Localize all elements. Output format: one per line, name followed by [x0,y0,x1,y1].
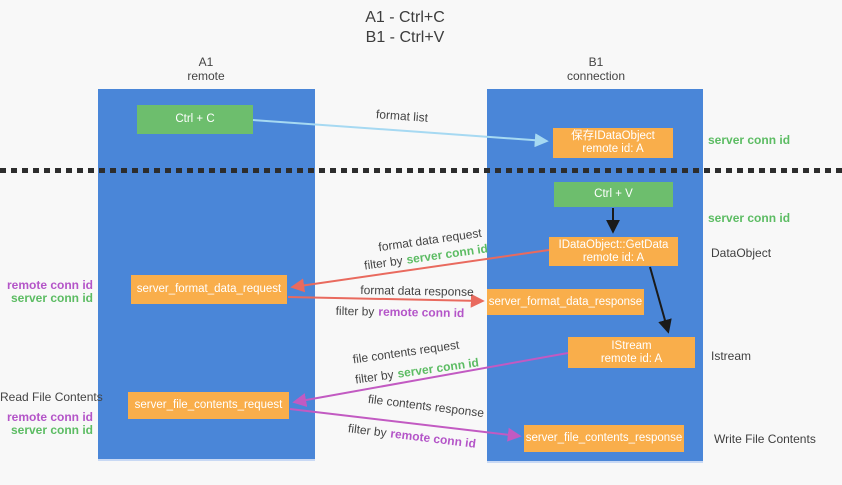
read-file-contents-label: Read File Contents [0,390,103,404]
format-list-label: format list [375,107,429,125]
dataobject-label: DataObject [711,246,772,260]
b1-name: B1 [588,55,604,69]
server-conn-id-left-label: server conn id [10,423,93,437]
server-conn-id-text: server conn id [396,355,480,381]
a1-subtitle: remote [187,69,225,83]
session-divider-dotted-line [0,168,842,173]
conn-id-left-stack-bottom: remote conn id server conn id [0,411,93,437]
b1-column-header: B1 connection [567,55,625,83]
save-idataobject-node: 保存IDataObject remote id: A [553,128,673,158]
istream-line1: IStream [611,339,652,352]
server-file-contents-response-node: server_file_contents_response [524,425,684,452]
filter-by-text: filter by [347,421,388,440]
server-file-contents-request-node: server_file_contents_request [128,392,289,419]
diagram-title: A1 - Ctrl+C B1 - Ctrl+V [365,8,445,48]
ctrl-c-node: Ctrl + C [137,105,253,134]
format-response-label: server_format_data_response [488,295,643,308]
file-response-label: server_file_contents_response [525,432,683,444]
server-conn-id-right-label-top: server conn id [708,133,791,147]
remote-conn-id-text: remote conn id [378,304,465,321]
filter-by-text: filter by [363,253,404,273]
b1-subtitle: connection [566,69,626,83]
ctrl-c-label: Ctrl + C [175,113,215,125]
istream-line2: remote id: A [600,352,663,365]
ctrl-v-node: Ctrl + V [554,182,673,207]
a1-name: A1 [198,55,214,69]
title-line-2: B1 - Ctrl+V [365,29,445,46]
istream-node: IStream remote id: A [568,337,695,368]
getdata-line2: remote id: A [582,251,645,264]
a1-column-header: A1 remote [187,55,224,83]
server-format-data-response-node: server_format_data_response [487,289,644,315]
file-request-label: server_file_contents_request [134,399,283,411]
remote-conn-id-left-label: remote conn id [6,410,93,424]
filter-by-text: filter by [354,367,395,387]
remote-conn-id-text: remote conn id [389,426,477,451]
server-conn-id-left-label: server conn id [10,291,93,305]
title-line-1: A1 - Ctrl+C [365,9,445,26]
getdata-line1: IDataObject::GetData [558,238,669,251]
server-format-data-request-node: server_format_data_request [131,275,287,304]
save-idataobject-line2: remote id: A [582,143,644,155]
server-conn-id-right-label-mid: server conn id [708,211,791,225]
format-request-label: server_format_data_request [136,283,282,295]
remote-conn-id-left-label: remote conn id [6,278,93,292]
filter-by-text: filter by [335,303,375,319]
istream-side-label: Istream [711,349,752,363]
conn-id-left-stack-top: remote conn id server conn id [0,279,93,305]
save-idataobject-line1: 保存IDataObject [571,130,655,142]
file-contents-response-label: file contents response [367,391,485,421]
idataobject-getdata-node: IDataObject::GetData remote id: A [549,237,678,266]
ctrl-v-label: Ctrl + V [594,188,633,200]
write-file-contents-label: Write File Contents [714,432,816,446]
format-data-response-label: format data response [360,283,474,299]
